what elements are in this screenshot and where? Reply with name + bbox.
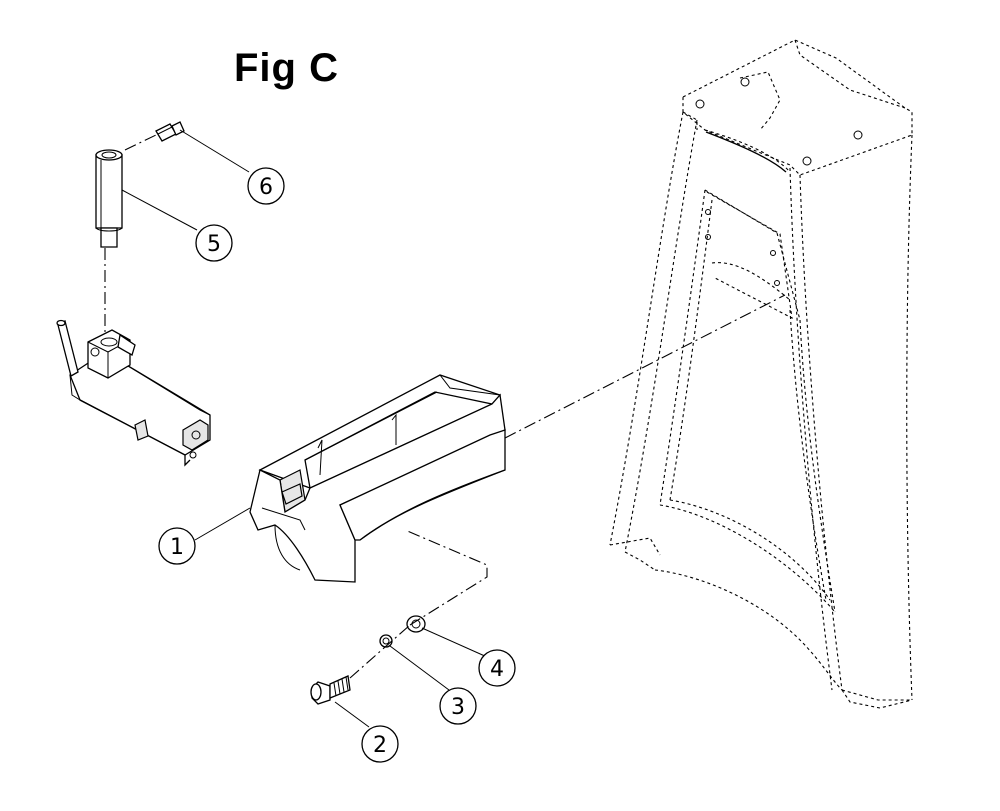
part-5-handle — [95, 149, 123, 248]
part-4-flat-washer — [406, 615, 426, 633]
centerline-bolt — [349, 529, 488, 679]
callout-2: 2 — [361, 725, 399, 763]
callout-6: 6 — [247, 167, 285, 205]
callout-5: 5 — [195, 224, 233, 262]
figure-title: Fig C — [234, 46, 339, 90]
callout-5-label: 5 — [207, 232, 221, 257]
callout-4-label: 4 — [490, 657, 504, 682]
callout-6-label: 6 — [259, 175, 273, 200]
leader-lines — [121, 129, 488, 728]
part-1-tool-rest-base — [249, 374, 506, 583]
callout-2-label: 2 — [373, 733, 387, 758]
centerline-base-to-stand — [504, 294, 786, 439]
callout-3: 3 — [439, 687, 477, 725]
callout-4: 4 — [478, 649, 516, 687]
callout-1-label: 1 — [170, 535, 184, 560]
callout-3-label: 3 — [451, 695, 465, 720]
callout-1: 1 — [158, 527, 196, 565]
part-3-lock-washer — [379, 634, 393, 648]
lathe-stand-leg — [609, 39, 913, 709]
part-6-set-screw — [124, 121, 185, 151]
part-2-cap-screw — [310, 675, 351, 705]
part-tool-rest-holder — [56, 319, 211, 467]
